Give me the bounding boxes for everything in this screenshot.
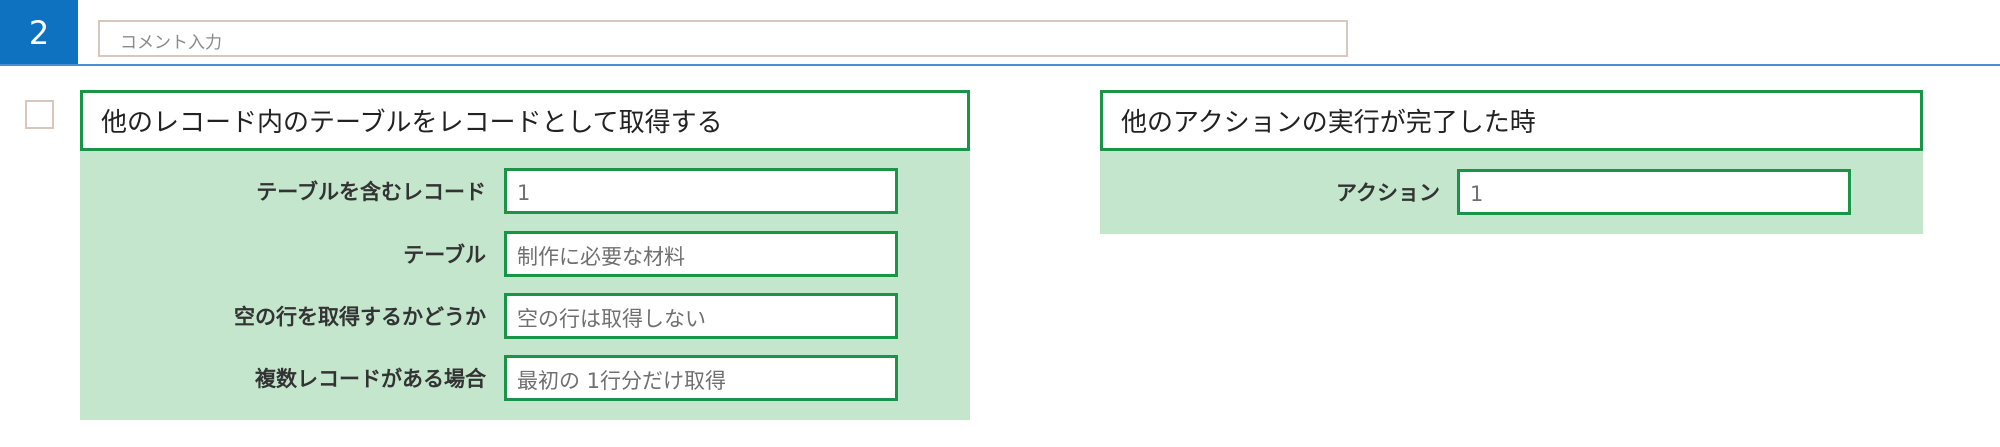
trigger-card-title[interactable]: 他のアクションの実行が完了した時 <box>1100 90 1923 151</box>
field-row-table: テーブル 制作に必要な材料 <box>80 231 970 277</box>
field-value-empty-rows[interactable]: 空の行は取得しない <box>504 293 898 339</box>
field-value-table[interactable]: 制作に必要な材料 <box>504 231 898 277</box>
field-label-empty-rows: 空の行を取得するかどうか <box>234 305 486 329</box>
trigger-card-body: アクション 1 <box>1100 151 1923 234</box>
field-label-record: テーブルを含むレコード <box>256 180 486 204</box>
condition-card: 他のレコード内のテーブルをレコードとして取得する テーブルを含むレコード 1 テ… <box>80 90 970 420</box>
field-value-record[interactable]: 1 <box>504 168 898 214</box>
field-row-action: アクション 1 <box>1100 169 1923 215</box>
step-number-badge: 2 <box>0 0 78 65</box>
condition-card-title[interactable]: 他のレコード内のテーブルをレコードとして取得する <box>80 90 970 151</box>
header-divider <box>0 64 2000 66</box>
step-select-checkbox[interactable] <box>25 100 54 129</box>
field-label-table: テーブル <box>403 243 486 267</box>
trigger-card: 他のアクションの実行が完了した時 アクション 1 <box>1100 90 1923 234</box>
field-value-action[interactable]: 1 <box>1457 169 1851 215</box>
field-label-multiple-records: 複数レコードがある場合 <box>255 367 486 391</box>
field-row-multiple-records: 複数レコードがある場合 最初の 1行分だけ取得 <box>80 355 970 401</box>
field-row-record: テーブルを含むレコード 1 <box>80 168 970 214</box>
field-value-multiple-records[interactable]: 最初の 1行分だけ取得 <box>504 355 898 401</box>
condition-card-body: テーブルを含むレコード 1 テーブル 制作に必要な材料 空の行を取得するかどうか… <box>80 151 970 420</box>
field-row-empty-rows: 空の行を取得するかどうか 空の行は取得しない <box>80 293 970 339</box>
comment-input[interactable] <box>98 20 1348 57</box>
field-label-action: アクション <box>1336 181 1440 205</box>
